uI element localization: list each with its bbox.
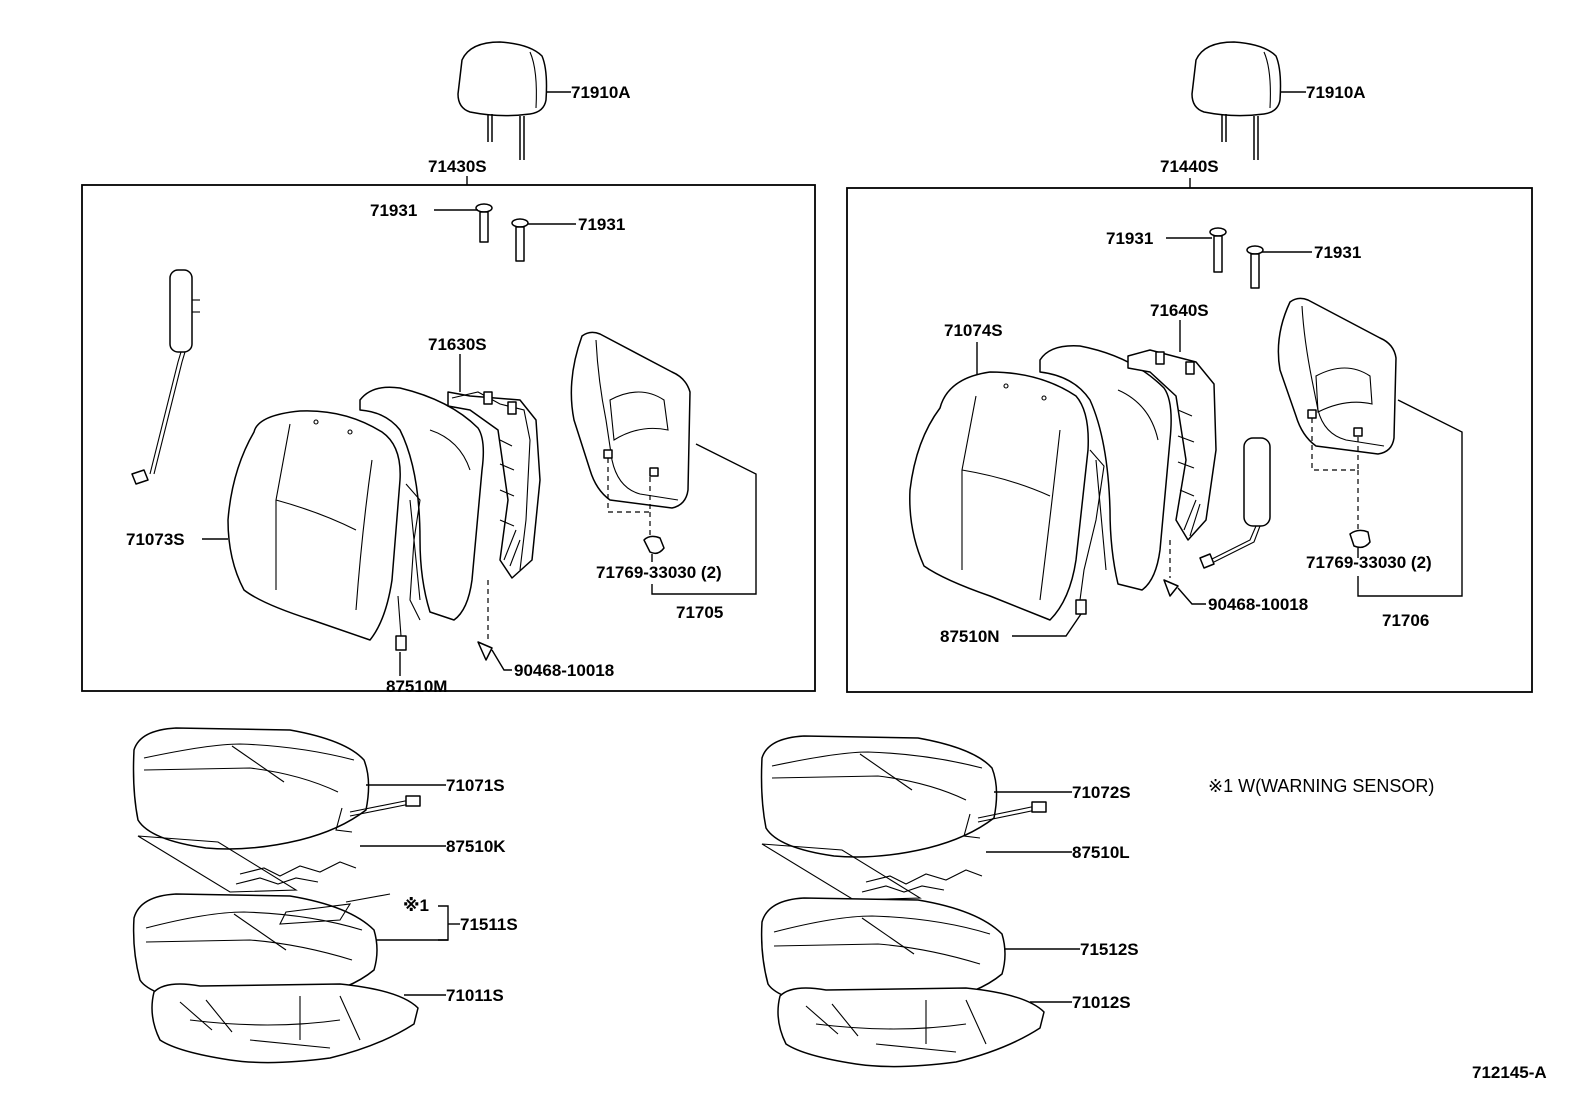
label-87510L: 87510L (1072, 843, 1130, 862)
label-87510K: 87510K (446, 837, 506, 856)
hog-ring-left (477, 580, 493, 661)
heater-cushion-left (137, 835, 357, 893)
heater-cushion-right (761, 843, 983, 901)
headrest-right (1191, 41, 1282, 160)
cushion-pad-right (760, 897, 1006, 1010)
label-71931-l2: 71931 (578, 215, 625, 234)
label-71012S: 71012S (1072, 993, 1131, 1012)
cushion-harness-right (963, 801, 1047, 839)
label-71074S: 71074S (944, 321, 1003, 340)
cushion-harness-left (335, 795, 421, 833)
label-71931-r2: 71931 (1314, 243, 1361, 262)
side-airbag-right (1199, 437, 1271, 569)
headrest-support-left-2 (511, 218, 529, 262)
label-87510M: 87510M (386, 677, 447, 696)
label-71931-r1: 71931 (1106, 229, 1153, 248)
harness-left (395, 483, 421, 651)
headrest-support-right-2 (1246, 245, 1264, 289)
cushion-cover-right (760, 735, 998, 858)
clip-left (607, 458, 665, 555)
label-71430S: 71430S (428, 157, 487, 176)
back-cover-left (227, 410, 401, 641)
label-71705: 71705 (676, 603, 723, 622)
back-board-left (570, 331, 691, 509)
left-back-assembly-frame (81, 184, 816, 692)
label-71769-33030-left: 71769-33030 (2) (596, 563, 722, 582)
headrest-support-right-1 (1209, 227, 1227, 273)
hog-ring-right (1163, 540, 1179, 597)
drawing-code: 712145-A (1472, 1063, 1547, 1082)
back-frame-left (447, 391, 541, 579)
back-pad-right (1039, 345, 1172, 591)
label-71706: 71706 (1382, 611, 1429, 630)
label-90468-10018-left: 90468-10018 (514, 661, 614, 680)
headrest-support-left-1 (475, 203, 493, 243)
label-90468-10018-right: 90468-10018 (1208, 595, 1308, 614)
back-frame-right (1127, 349, 1217, 541)
headrest-left (457, 41, 548, 160)
side-airbag-left (131, 269, 200, 485)
note-mark-left: ※1 (403, 896, 429, 915)
label-71071S: 71071S (446, 776, 505, 795)
clip-right (1311, 418, 1371, 549)
label-71910A-right: 71910A (1306, 83, 1366, 102)
label-71072S: 71072S (1072, 783, 1131, 802)
label-71011S: 71011S (446, 986, 504, 1005)
label-71630S: 71630S (428, 335, 487, 354)
label-71440S: 71440S (1160, 157, 1219, 176)
cushion-cover-left (132, 727, 370, 850)
back-cover-right (909, 371, 1089, 621)
label-71512S: 71512S (1080, 940, 1139, 959)
label-71769-33030-right: 71769-33030 (2) (1306, 553, 1432, 572)
back-pad-left (359, 386, 485, 621)
cushion-frame-left (151, 983, 419, 1064)
label-71931-l1: 71931 (370, 201, 417, 220)
footnote-warning-sensor: ※1 W(WARNING SENSOR) (1208, 776, 1434, 796)
label-71640S: 71640S (1150, 301, 1209, 320)
label-71910A-left: 71910A (571, 83, 631, 102)
label-71073S: 71073S (126, 530, 185, 549)
label-71511S: 71511S (460, 915, 518, 934)
label-87510N: 87510N (940, 627, 1000, 646)
back-board-right (1277, 297, 1397, 455)
cushion-frame-right (777, 987, 1045, 1068)
